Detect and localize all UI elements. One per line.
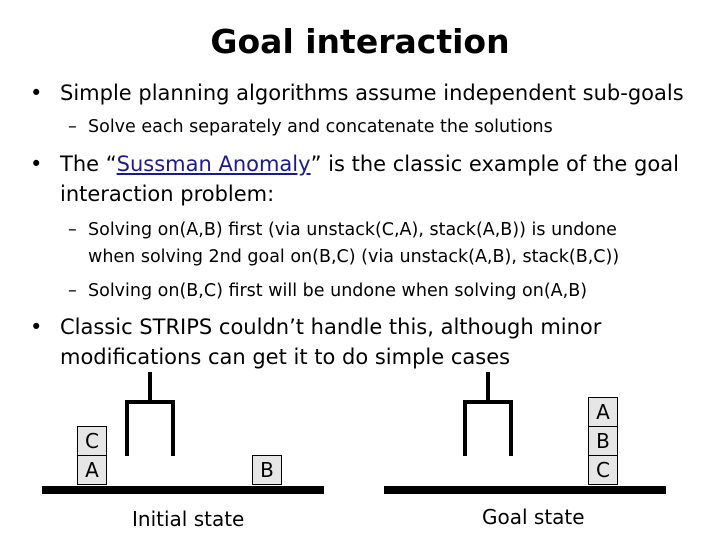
bullet-1-sub-1: –Solve each separately and concatenate t… bbox=[68, 114, 553, 141]
bullet-2-text-before: The “ bbox=[60, 152, 117, 176]
block-a-initial: A bbox=[77, 455, 107, 485]
robot-gripper-icon bbox=[125, 372, 175, 456]
bullet-1-sub-1-text: Solve each separately and concatenate th… bbox=[88, 117, 553, 137]
bullet-2-sub-1-line-1: Solving on(A,B) first (via unstack(C,A),… bbox=[88, 220, 617, 240]
table-initial bbox=[42, 486, 324, 494]
dash-mark: – bbox=[68, 281, 77, 301]
bullet-2-sub-2: –Solving on(B,C) first will be undone wh… bbox=[68, 278, 587, 305]
bullet-2: • The “Sussman Anomaly” is the classic ex… bbox=[30, 149, 679, 209]
bullet-mark: • bbox=[30, 81, 43, 105]
table-goal bbox=[384, 486, 666, 494]
bullet-3-line-1: Classic STRIPS couldn’t handle this, alt… bbox=[60, 315, 602, 339]
bullet-1: • Simple planning algorithms assume indep… bbox=[30, 78, 684, 108]
goal-state-caption: Goal state bbox=[482, 505, 585, 529]
dash-mark: – bbox=[68, 117, 77, 137]
initial-state-caption: Initial state bbox=[132, 507, 245, 531]
slide-title: Goal interaction bbox=[210, 22, 510, 61]
block-c-goal: C bbox=[588, 455, 618, 485]
bullet-2-text-line-2: interaction problem: bbox=[60, 182, 275, 206]
bullet-mark: • bbox=[30, 152, 43, 176]
bullet-2-text-after: ” is the classic example of the goal bbox=[310, 152, 679, 176]
block-c-initial: C bbox=[77, 426, 107, 456]
sussman-anomaly-link[interactable]: Sussman Anomaly bbox=[116, 152, 311, 176]
bullet-2-sub-1: –Solving on(A,B) first (via unstack(C,A)… bbox=[68, 217, 619, 271]
bullet-2-sub-2-text: Solving on(B,C) first will be undone whe… bbox=[88, 281, 588, 301]
bullet-1-text: Simple planning algorithms assume indepe… bbox=[60, 81, 684, 105]
bullet-mark: • bbox=[30, 315, 43, 339]
bullet-2-sub-1-line-2: when solving 2nd goal on(B,C) (via unsta… bbox=[88, 247, 620, 267]
block-b-initial: B bbox=[252, 455, 282, 485]
dash-mark: – bbox=[68, 220, 77, 240]
block-a-goal: A bbox=[588, 397, 618, 427]
block-b-goal: B bbox=[588, 426, 618, 456]
robot-gripper-icon bbox=[463, 372, 513, 456]
bullet-3-line-2: modifications can get it to do simple ca… bbox=[60, 345, 511, 369]
bullet-3: • Classic STRIPS couldn’t handle this, al… bbox=[30, 312, 601, 372]
